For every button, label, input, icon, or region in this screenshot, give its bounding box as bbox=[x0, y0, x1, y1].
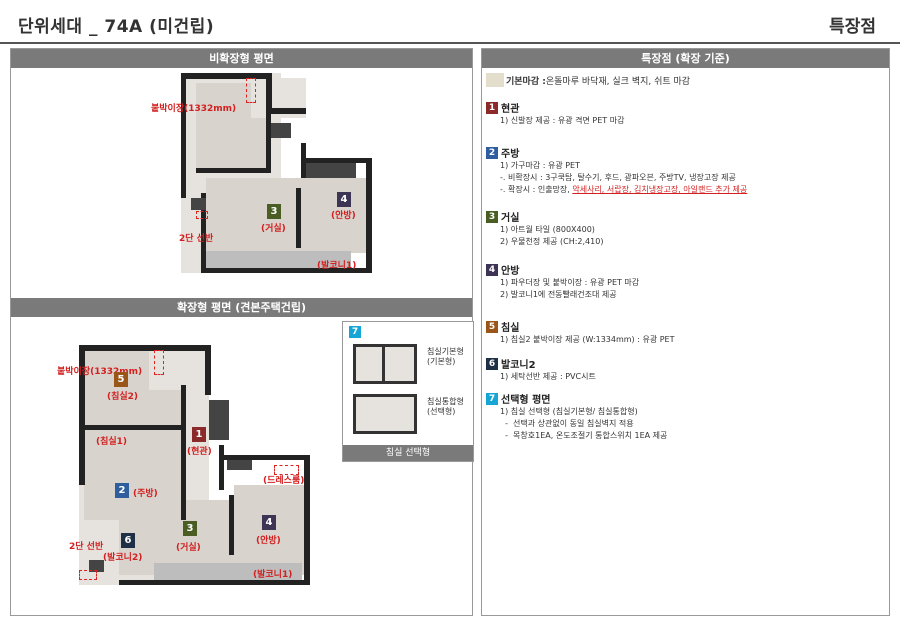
section-option-item: - 목창호1EA, 온도조절기 통합스위치 1EA 제공 bbox=[500, 431, 668, 440]
section-living-item: 2) 우물천정 제공 (CH:2,410) bbox=[500, 237, 604, 246]
plan2-bed2-label: (침실2) bbox=[107, 392, 139, 402]
section-living-num: 3 bbox=[486, 210, 498, 223]
plan2-bed2-badge: 5 bbox=[114, 372, 128, 387]
section-entrance-title: 현관 bbox=[501, 104, 520, 115]
non-extended-plan-bar: 비확장형 평면 bbox=[11, 49, 472, 68]
section-option-item: - 선택과 상관없이 동일 침실벽지 적용 bbox=[500, 419, 634, 428]
kitchen-extend-prefix: -. 확장시 : 인출망장, bbox=[500, 185, 573, 194]
section-balcony2-item: 1) 세탁선반 제공 : PVC시트 bbox=[500, 372, 596, 381]
section-entrance-item: 1) 신발장 제공 : 유광 격면 PET 마감 bbox=[500, 116, 625, 125]
section-master-title: 안방 bbox=[501, 266, 520, 277]
kitchen-extend-highlight: 악세사리, 서랍장, 김치냉장고장, 아일랜드 추가 제공 bbox=[572, 185, 748, 194]
extended-floor-plan bbox=[79, 345, 311, 590]
option-combined-plan bbox=[353, 394, 417, 434]
plan2-dressroom-label: (드레스룸) bbox=[263, 476, 305, 486]
header-divider bbox=[0, 42, 900, 44]
section-living-title: 거실 bbox=[501, 213, 520, 224]
non-extended-floor-plan bbox=[176, 73, 376, 278]
section-master-item: 2) 발코니1에 전동빨래건조대 제공 bbox=[500, 290, 617, 299]
section-option-title: 선택형 평면 bbox=[501, 395, 551, 406]
plan1-closet-label: 붙박이장(1332mm) bbox=[151, 104, 237, 114]
page-section-title: 특장점 bbox=[829, 17, 876, 37]
section-living-item: 1) 아트월 타일 (800X400) bbox=[500, 225, 595, 234]
features-panel: 특장점 (확장 기준) 기본마감 : 온돌마루 바닥재, 실크 벽지, 쉬트 마… bbox=[481, 48, 890, 616]
plan1-master-badge: 4 bbox=[337, 192, 351, 207]
plan2-living-label: (거실) bbox=[176, 543, 201, 553]
plan2-balcony-label: (발코니1) bbox=[253, 570, 293, 580]
section-bedroom-title: 침실 bbox=[501, 323, 520, 334]
plan2-closet-label: 붙박이장(1332mm) bbox=[57, 367, 143, 377]
section-kitchen-title: 주방 bbox=[501, 149, 520, 160]
finish-swatch bbox=[486, 73, 504, 87]
plan2-master-label: (안방) bbox=[256, 536, 281, 546]
plan2-balcony2-badge: 6 bbox=[121, 533, 135, 548]
floor-plan-panel: 비확장형 평면 붙박이장(1332mm) 2단 선반 3 (거실) 4 (안방)… bbox=[10, 48, 474, 616]
plan2-entrance-badge: 1 bbox=[192, 427, 206, 442]
plan1-living-label: (거실) bbox=[261, 224, 286, 234]
section-balcony2-num: 6 bbox=[486, 357, 498, 370]
plan2-bed1-label: (침실1) bbox=[96, 437, 128, 447]
section-kitchen-item-extend: -. 확장시 : 인출망장, 악세사리, 서랍장, 김치냉장고장, 아일랜드 추… bbox=[486, 184, 747, 196]
section-kitchen-item: -. 비확장시 : 3구쿡탑, 탈수기, 후드, 광파오븐, 주방TV, 냉장고… bbox=[500, 173, 736, 182]
plan1-shelf-label: 2단 선반 bbox=[179, 234, 214, 244]
plan2-living-badge: 3 bbox=[183, 521, 197, 536]
option-basic-plan bbox=[353, 344, 417, 384]
plan2-master-badge: 4 bbox=[262, 515, 276, 530]
plan2-kitchen-label: (주방) bbox=[133, 489, 158, 499]
plan2-shelf-label: 2단 선반 bbox=[69, 542, 104, 552]
plan1-balcony-label: (발코니1) bbox=[317, 261, 357, 271]
section-kitchen-item: 1) 가구마감 : 유광 PET bbox=[500, 161, 581, 170]
section-bedroom-num: 5 bbox=[486, 320, 498, 333]
features-bar: 특장점 (확장 기준) bbox=[482, 49, 889, 68]
basic-finish-label: 기본마감 : bbox=[506, 76, 546, 87]
section-master-item: 1) 파우더장 및 붙박이장 : 유광 PET 마감 bbox=[500, 278, 640, 287]
option-combined-label: 침실통합형 (선택형) bbox=[427, 397, 464, 416]
plan1-master-label: (안방) bbox=[331, 211, 356, 221]
plan2-entrance-label: (현관) bbox=[187, 447, 212, 457]
bedroom-option-box: 7 침실기본형 (기본형) 침실통합형 (선택형) 침실 선택형 bbox=[342, 321, 474, 462]
section-bedroom-item: 1) 침실2 붙박이장 제공 (W:1334mm) : 유광 PET bbox=[500, 335, 675, 344]
section-balcony2-title: 발코니2 bbox=[501, 360, 536, 371]
plan2-balcony2-label: (발코니2) bbox=[103, 553, 143, 563]
section-option-num: 7 bbox=[486, 392, 498, 405]
option-basic-label: 침실기본형 (기본형) bbox=[427, 347, 464, 366]
basic-finish-row: 기본마감 : 온돌마루 바닥재, 실크 벽지, 쉬트 마감 bbox=[486, 73, 690, 87]
option-bar: 침실 선택형 bbox=[343, 445, 473, 461]
plan2-kitchen-badge: 2 bbox=[115, 483, 129, 498]
extended-plan-bar: 확장형 평면 (견본주택건립) bbox=[11, 298, 472, 317]
plan1-living-badge: 3 bbox=[267, 204, 281, 219]
page-title: 단위세대 _ 74A (미건립) bbox=[18, 17, 215, 37]
basic-finish-text: 온돌마루 바닥재, 실크 벽지, 쉬트 마감 bbox=[545, 76, 691, 87]
option-badge: 7 bbox=[349, 326, 361, 338]
section-option-item: 1) 침실 선택형 (침실기본형/ 침실통합형) bbox=[500, 407, 638, 416]
section-master-num: 4 bbox=[486, 263, 498, 276]
section-kitchen-num: 2 bbox=[486, 146, 498, 159]
section-entrance-num: 1 bbox=[486, 101, 498, 114]
